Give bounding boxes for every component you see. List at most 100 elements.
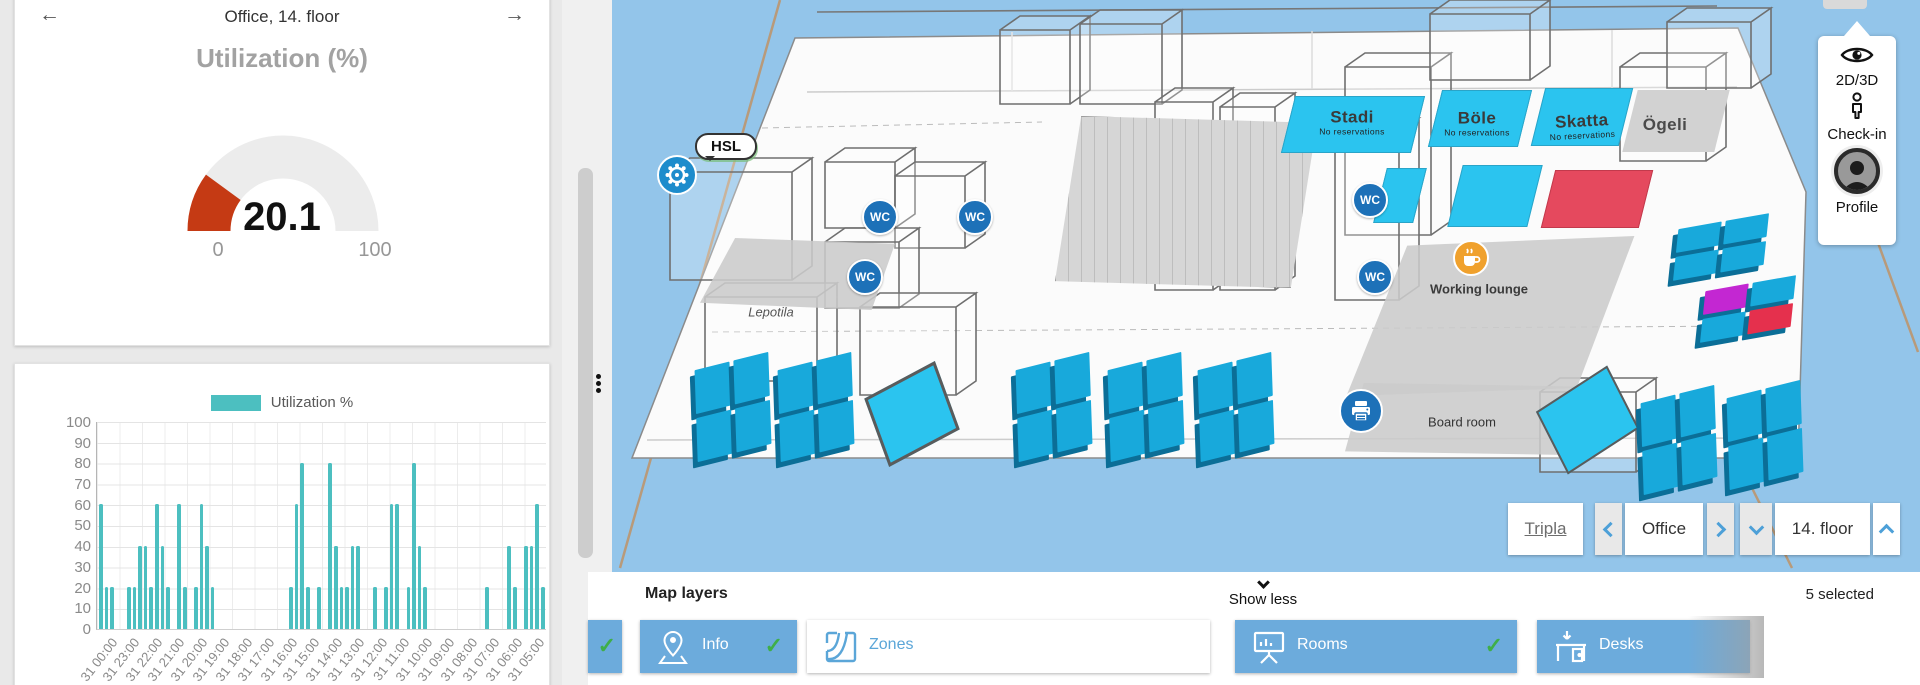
desk[interactable] [818, 399, 855, 453]
desk[interactable] [1197, 361, 1234, 415]
building-select[interactable]: Office [1625, 503, 1703, 555]
campus-link[interactable]: Tripla [1524, 519, 1567, 538]
utilization-bar [205, 545, 209, 629]
transit-stop-icon [657, 155, 697, 195]
layer-card-partial[interactable]: ✓ [588, 620, 622, 673]
check-icon: ✓ [597, 633, 616, 658]
y-tick-label: 10 [74, 600, 91, 618]
coffee-point-icon [1453, 240, 1489, 276]
desk-cluster[interactable] [1640, 384, 1718, 496]
floor-down-button[interactable] [1740, 503, 1772, 555]
map-layers-bar: Map layers Show less 5 selected ✓ Info ✓… [588, 572, 1920, 685]
y-tick-label: 70 [74, 476, 91, 494]
chevron-left-icon [1602, 521, 1619, 537]
scrollbar-thumb[interactable] [578, 168, 593, 558]
gauge-value: 20.1 [243, 195, 321, 239]
floor-select[interactable]: 14. floor [1775, 503, 1870, 555]
show-less-label: Show less [1228, 591, 1298, 608]
printer-icon [1339, 389, 1383, 433]
desk[interactable] [1238, 399, 1275, 453]
profile-button[interactable]: Profile [1818, 148, 1896, 216]
view-controls-tab[interactable] [1823, 0, 1867, 9]
zones-icon [823, 629, 859, 670]
meeting-room-reserved[interactable] [1540, 170, 1654, 228]
map-layers-title: Map layers [645, 585, 728, 602]
meeting-room-free[interactable] [1447, 165, 1543, 227]
room-label-ogeli: Ögeli [1642, 115, 1688, 134]
desk[interactable] [1109, 409, 1146, 463]
desk[interactable] [1015, 361, 1052, 415]
utilization-bar [389, 504, 394, 629]
utilization-bar [104, 587, 109, 629]
desk[interactable] [696, 409, 733, 463]
desk[interactable] [779, 409, 816, 463]
desk[interactable] [1679, 384, 1716, 438]
desk[interactable] [1681, 432, 1718, 486]
utilization-bar [160, 545, 165, 629]
layer-card-info[interactable]: Info ✓ [640, 620, 797, 673]
layer-card-desks[interactable]: Desks [1537, 620, 1750, 673]
utilization-bar [294, 504, 299, 629]
desk[interactable] [1148, 399, 1185, 453]
desk[interactable] [1642, 442, 1679, 496]
checkin-button[interactable]: Check-in [1818, 92, 1896, 143]
utilization-bar [373, 587, 377, 629]
desk-cluster[interactable] [694, 351, 772, 463]
desk[interactable] [694, 361, 731, 415]
room-label-lepotila: Lepotila [748, 304, 794, 320]
check-icon: ✓ [1484, 633, 1503, 658]
desk[interactable] [735, 399, 772, 453]
layer-card-rooms[interactable]: Rooms ✓ [1235, 620, 1517, 673]
utilization-bar [395, 504, 400, 629]
desk[interactable] [1765, 379, 1802, 433]
view-toggle-button[interactable]: 2D/3D [1818, 44, 1896, 89]
gauge-max-label: 100 [358, 239, 392, 261]
y-tick-label: 40 [74, 538, 91, 556]
desk[interactable] [1146, 351, 1183, 405]
desk[interactable] [1640, 394, 1677, 448]
show-less-button[interactable]: Show less [1218, 574, 1308, 608]
wc-badge: WC [1352, 182, 1388, 218]
desk[interactable] [1199, 409, 1236, 463]
desk[interactable] [777, 361, 814, 415]
y-tick-label: 50 [74, 517, 91, 535]
next-floor-arrow-icon[interactable]: → [504, 3, 525, 26]
chevron-down-icon [1748, 519, 1764, 535]
room-label-board-room: Board room [1428, 414, 1496, 430]
utilization-bar [210, 587, 215, 629]
building-prev-button[interactable] [1595, 503, 1622, 555]
campus-link-box[interactable]: Tripla [1508, 503, 1583, 555]
y-tick-label: 100 [65, 414, 91, 431]
chart-bars [99, 421, 545, 629]
desk-cluster[interactable] [777, 351, 855, 463]
desk[interactable] [1726, 389, 1763, 443]
floor-up-button[interactable] [1873, 503, 1900, 555]
desk[interactable] [1017, 409, 1054, 463]
desk[interactable] [1107, 361, 1144, 415]
checkin-label: Check-in [1827, 126, 1887, 143]
desk-cluster[interactable] [1726, 379, 1804, 491]
wc-badge: WC [957, 199, 993, 235]
legend-label: Utilization % [270, 394, 354, 411]
layer-card-zones[interactable]: Zones [807, 620, 1210, 673]
desk-cluster[interactable] [1107, 351, 1185, 463]
transit-stop-label: HSL [695, 133, 757, 161]
desk-cluster[interactable] [1197, 351, 1275, 463]
divider-drag-handle-icon[interactable] [596, 372, 602, 395]
desk[interactable] [733, 351, 770, 405]
utilization-bar [328, 462, 332, 629]
previous-floor-arrow-icon[interactable]: ← [39, 3, 60, 26]
desk[interactable] [1056, 399, 1093, 453]
desk[interactable] [816, 351, 853, 405]
desk[interactable] [1236, 351, 1273, 405]
room-label-working-lounge: Working lounge [1430, 281, 1528, 297]
building-next-button[interactable] [1707, 503, 1734, 555]
desk[interactable] [1767, 427, 1804, 481]
desk-cluster[interactable] [1015, 351, 1093, 463]
desk[interactable] [1728, 437, 1765, 491]
desk[interactable] [1054, 351, 1091, 405]
